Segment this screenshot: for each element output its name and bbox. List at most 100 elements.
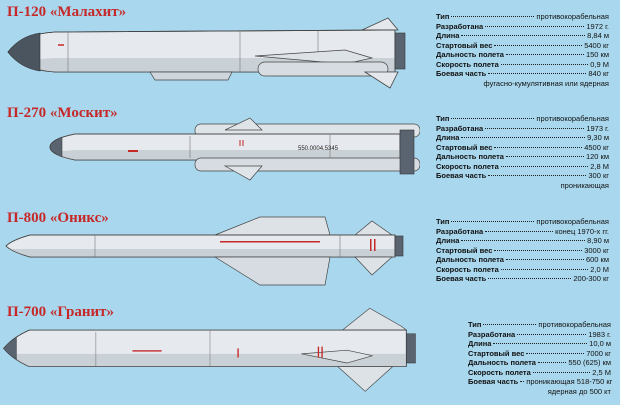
spec-label: Боевая часть <box>436 69 487 78</box>
spec-table-p700: Тип противокорабельная Разработана 1983 г.… <box>468 320 613 396</box>
spec-label: Разработана <box>468 329 516 339</box>
missile-section-p270: П-270 «Москит» 550.0004.5345 <box>0 100 620 205</box>
spec-label: Тип <box>436 217 450 226</box>
spec-value: 3000 кг <box>584 245 609 255</box>
spec-label: Стартовый вес <box>468 348 525 358</box>
spec-label: Дальность полета <box>436 152 504 161</box>
spec-row-length: Длина 9,30 м <box>436 133 609 143</box>
spec-row-speed: Скорость полета 2,5 М <box>468 368 611 378</box>
spec-value: 4500 кг <box>584 142 609 152</box>
spec-value: 2,0 М <box>590 264 609 274</box>
spec-warhead-note: ядерная до 500 кт <box>547 386 611 396</box>
spec-warhead-note: фугасно-кумулятивная или ядерная <box>483 78 610 88</box>
spec-value: 150 км <box>585 50 609 59</box>
spec-value: 300 кг <box>588 171 609 180</box>
spec-label: Длина <box>436 133 460 142</box>
spec-row-weight: Стартовый вес 4500 кг <box>436 143 609 153</box>
spec-table-p120: Тип противокорабельная Разработана 1972 г.… <box>436 12 609 88</box>
missile-title: П-700 «Гранит» <box>7 304 115 320</box>
spec-label: Боевая часть <box>436 274 487 283</box>
missile-title: П-270 «Москит» <box>7 105 118 121</box>
spec-value: 600 км <box>585 255 609 264</box>
spec-row-length: Длина 8,90 м <box>436 236 609 246</box>
spec-row-range: Дальность полета 150 км <box>436 50 609 60</box>
spec-label: Дальность полета <box>436 255 504 264</box>
spec-row-weight: Стартовый вес 3000 кг <box>436 246 609 256</box>
spec-value: 9,30 м <box>587 133 609 142</box>
missile-drawing-p800 <box>5 216 404 286</box>
spec-label: Тип <box>436 114 450 123</box>
spec-value: 1983 г. <box>588 329 611 339</box>
spec-value: 8,90 м <box>587 236 609 245</box>
spec-row-warhead: Боевая часть 840 кг <box>436 69 609 79</box>
spec-value: 0,9 М <box>590 59 609 69</box>
spec-row-warhead: Боевая часть проникающая 518-750 кг <box>468 377 613 387</box>
spec-row-warhead: Боевая часть 200-300 кг <box>436 274 609 284</box>
missile-title: П-120 «Малахит» <box>7 4 127 20</box>
spec-value: 840 кг <box>588 69 609 78</box>
spec-value: 550 (625) км <box>568 358 611 367</box>
missile-drawing-p120 <box>7 17 406 89</box>
spec-row-length: Длина 8,84 м <box>436 31 609 41</box>
spec-label: Дальность полета <box>468 358 536 367</box>
spec-row-range: Дальность полета 600 км <box>436 255 609 265</box>
missile-drawing-p270: 550.0004.5345 <box>49 117 420 181</box>
spec-label: Стартовый вес <box>436 40 493 50</box>
spec-label: Длина <box>436 31 460 40</box>
spec-row-type: Тип противокорабельная <box>436 217 609 227</box>
spec-row-weight: Стартовый вес 5400 кг <box>436 41 609 51</box>
spec-row-speed: Скорость полета 0,9 М <box>436 60 609 70</box>
spec-row-speed: Скорость полета 2,8 М <box>436 162 609 172</box>
spec-row-length: Длина 10,0 м <box>468 339 611 349</box>
spec-value: 10,0 м <box>589 339 611 348</box>
spec-row-type: Тип противокорабельная <box>436 114 609 124</box>
missile-section-p120: П-120 «Малахит» <box>0 0 620 100</box>
spec-value: 5400 кг <box>584 40 609 50</box>
spec-value: 200-300 кг <box>573 274 609 283</box>
spec-value: противокорабельная <box>536 217 609 226</box>
spec-label: Стартовый вес <box>436 142 493 152</box>
spec-label: Разработана <box>436 21 484 31</box>
spec-label: Боевая часть <box>468 377 519 386</box>
missile-marking: 550.0004.5345 <box>298 146 339 152</box>
spec-table-p270: Тип противокорабельная Разработана 1973 г.… <box>436 114 609 190</box>
spec-value: проникающая 518-750 кг <box>526 377 613 386</box>
spec-value: 2,8 М <box>590 161 609 171</box>
spec-label: Длина <box>468 339 492 348</box>
spec-value: 1972 г. <box>586 21 609 31</box>
spec-row-developed: Разработана 1972 г. <box>436 22 609 32</box>
spec-label: Разработана <box>436 123 484 133</box>
spec-label: Скорость полета <box>436 264 499 274</box>
spec-label: Скорость полета <box>436 59 499 69</box>
spec-row-developed: Разработана 1983 г. <box>468 330 611 340</box>
spec-label: Длина <box>436 236 460 245</box>
spec-label: Тип <box>468 320 482 329</box>
spec-label: Боевая часть <box>436 171 487 180</box>
spec-label: Дальность полета <box>436 50 504 59</box>
spec-label: Тип <box>436 12 450 21</box>
spec-row-range: Дальность полета 550 (625) км <box>468 358 611 368</box>
spec-label: Скорость полета <box>468 367 531 377</box>
spec-row-speed: Скорость полета 2,0 М <box>436 265 609 275</box>
spec-row-developed: Разработана 1973 г. <box>436 124 609 134</box>
spec-row-type: Тип противокорабельная <box>436 12 609 22</box>
spec-row-type: Тип противокорабельная <box>468 320 611 330</box>
spec-label: Стартовый вес <box>436 245 493 255</box>
spec-value: 2,5 М <box>592 367 611 377</box>
spec-value: конец 1970-х гг. <box>555 226 609 236</box>
spec-value: 1973 г. <box>586 123 609 133</box>
spec-label: Скорость полета <box>436 161 499 171</box>
spec-value: 120 км <box>585 152 609 161</box>
spec-row-warhead: Боевая часть 300 кг <box>436 171 609 181</box>
spec-row-range: Дальность полета 120 км <box>436 152 609 162</box>
spec-value: противокорабельная <box>536 114 609 123</box>
spec-value: 8,84 м <box>587 31 609 40</box>
spec-value: противокорабельная <box>536 12 609 21</box>
spec-value: противокорабельная <box>538 320 611 329</box>
